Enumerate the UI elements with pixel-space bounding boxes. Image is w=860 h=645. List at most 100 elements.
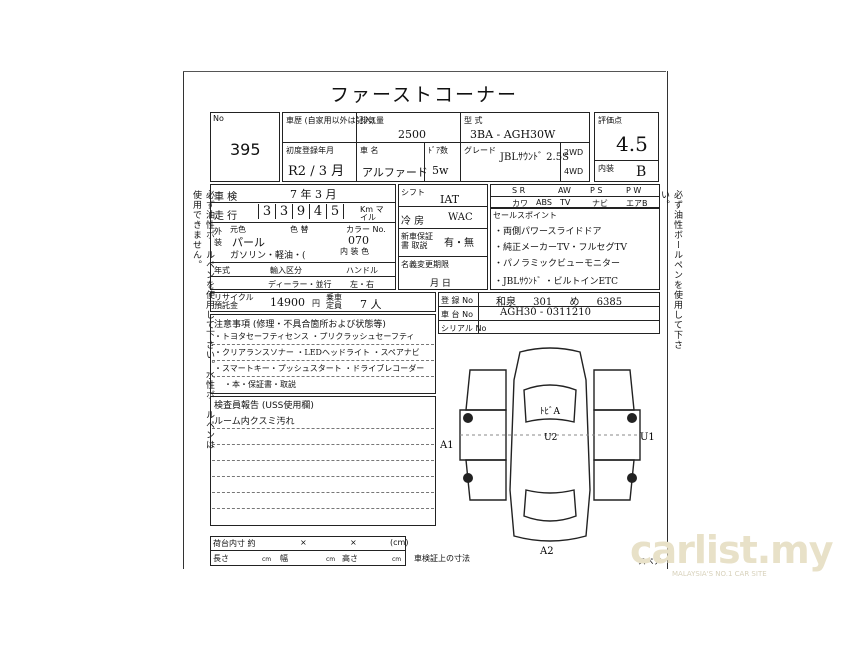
- year-label: 年式: [214, 266, 230, 275]
- recycle-unit: 円: [312, 299, 320, 308]
- cargo-block: [210, 536, 406, 566]
- equip-airbag: エアB: [626, 199, 648, 208]
- cargo-x1: ×: [300, 538, 307, 547]
- cargo-x2: ×: [350, 538, 357, 547]
- history-label: 車歴 (自家用以外は記入): [286, 116, 375, 125]
- serial-label: シリアル No: [441, 324, 487, 333]
- mileage-digit: 4: [309, 204, 326, 219]
- dim-cm-2: cm: [326, 556, 336, 563]
- import-value: ディーラー・並行: [268, 280, 332, 289]
- dim-cm-1: cm: [262, 556, 272, 563]
- lot-box: [210, 112, 280, 182]
- mileage-digit: 5: [326, 204, 344, 219]
- vin-label: 車 台 No: [441, 310, 473, 319]
- expiry-value: 月 日: [430, 279, 451, 289]
- model-value: 3BA - AGH30W: [470, 128, 556, 141]
- ac-value: WAC: [448, 212, 473, 223]
- reg-label: 登 録 No: [441, 296, 473, 305]
- inspector-label: 検査員報告 (USS使用欄): [214, 401, 314, 411]
- equip-kawa: カワ: [512, 199, 528, 208]
- mileage-unit: Km マイル: [360, 205, 384, 222]
- mileage-digits: 3 3 9 4 5: [258, 204, 344, 219]
- equip-ps: P S: [590, 186, 603, 195]
- fuel-value: ガソリン・軽油・(: [230, 251, 306, 261]
- cargo-label: 荷台内寸 約: [213, 539, 256, 548]
- side-instruction: 必ず油性ボールペンを使用して下さい。水性ボールペンは使用できません。: [191, 190, 214, 450]
- color-no-value: 070: [348, 234, 369, 247]
- first-reg-label: 初度登録年月: [286, 146, 334, 155]
- header-grid: [282, 112, 590, 182]
- mark-tobi: ﾄﾋﾞA: [540, 406, 561, 417]
- doors-label: ﾄﾞｱ数: [428, 146, 448, 155]
- sheet-top-edge: [183, 71, 666, 72]
- equip-abs: ABS: [536, 198, 552, 207]
- color-change-label: 色 替: [290, 225, 309, 234]
- grade-value: 4.5: [616, 132, 648, 156]
- note-line-4: ・本・保証書・取説: [224, 380, 296, 389]
- sales-point-4: ・JBLｻｳﾝﾄﾞ ・ビルトインETC: [494, 277, 619, 287]
- mark-a2: A2: [539, 546, 554, 555]
- mileage-digit: 3: [275, 204, 292, 219]
- mark-a1: A1: [440, 440, 454, 451]
- name-value: アルファード: [362, 166, 428, 179]
- equip-aw: AW: [558, 186, 571, 195]
- handle-label: ハンドル: [346, 266, 378, 275]
- dim-length: 長さ: [213, 554, 229, 563]
- color-value: パール: [232, 236, 265, 249]
- note-line-1: ・トヨタセーフティセンス ・プリクラッシュセーフティ: [214, 332, 415, 341]
- sales-point-3: ・パノラミックビューモニター: [494, 259, 621, 269]
- spare-label: スペア: [638, 557, 662, 566]
- notes-block: [210, 314, 436, 394]
- watermark-logo: carlist.my: [630, 528, 834, 572]
- car-outline: [459, 347, 641, 542]
- interior-color-label: 内 装 色: [340, 247, 370, 256]
- inspector-line-1: ルーム内クスミ汚れ: [214, 417, 295, 427]
- color-no-label: カラー No.: [346, 225, 386, 234]
- import-label: 輸入区分: [270, 266, 302, 275]
- shift-value: IAT: [440, 193, 460, 206]
- recycle-value: 14900: [270, 296, 305, 309]
- shift-label: シフト: [401, 188, 425, 197]
- ac-label: 冷 房: [401, 216, 425, 227]
- inspection-label: 車 検: [214, 192, 238, 203]
- dim-cm-3: cm: [392, 556, 402, 563]
- equip-navi: ナビ: [592, 199, 608, 208]
- drive-4wd: 4WD: [564, 167, 584, 176]
- equip-tv: TV: [560, 198, 571, 207]
- vehicle-info-block: [210, 184, 396, 290]
- mark-u1: U1: [640, 432, 655, 443]
- sales-points-box: [490, 208, 660, 290]
- mark-u2: U2: [544, 433, 557, 443]
- inspector-block: [210, 396, 436, 526]
- displacement-value: 2500: [398, 128, 426, 141]
- sheet-title: ファーストコーナー: [330, 84, 519, 106]
- spec-block: [398, 184, 488, 290]
- capacity-value: 7 人: [360, 298, 382, 311]
- trim-label: グレード: [464, 146, 496, 155]
- manual-value: 有・無: [444, 238, 474, 249]
- interior-value: B: [636, 164, 647, 180]
- side-instruction-right: 必ず油性ボールペンを使用して下さい。: [659, 190, 682, 350]
- auction-sheet: [183, 71, 668, 569]
- mileage-label: 走 行: [214, 211, 238, 222]
- lot-number: 395: [230, 140, 261, 159]
- sales-points-label: セールスポイント: [493, 211, 557, 220]
- handle-value: 左・右: [350, 280, 374, 289]
- mileage-digit: 9: [292, 204, 309, 219]
- sales-point-1: ・両側パワースライドドア: [494, 227, 602, 237]
- equip-sr: S R: [512, 186, 526, 195]
- inspection-value: 7 年 3 月: [290, 188, 337, 201]
- reg-value: 和泉 301 め 6385: [496, 297, 623, 308]
- recycle-row: [210, 292, 436, 312]
- mileage-digit: 3: [258, 204, 275, 219]
- dim-width: 幅: [280, 554, 288, 563]
- exterior-label: 外 装: [214, 227, 222, 247]
- recycle-label: リサイクル 預託金: [214, 293, 254, 310]
- displacement-label: 排気量: [360, 116, 384, 125]
- vin-value: AGH30 - 0311210: [500, 307, 591, 318]
- trim-value: JBLｻｳﾝﾄﾞ 2.5S: [500, 152, 569, 163]
- watermark-tagline: MALAYSIA'S NO.1 CAR SITE: [672, 570, 767, 578]
- name-label: 車 名: [360, 146, 379, 155]
- registration-block: [438, 292, 660, 334]
- capacity-label: 乗車定員: [326, 293, 342, 310]
